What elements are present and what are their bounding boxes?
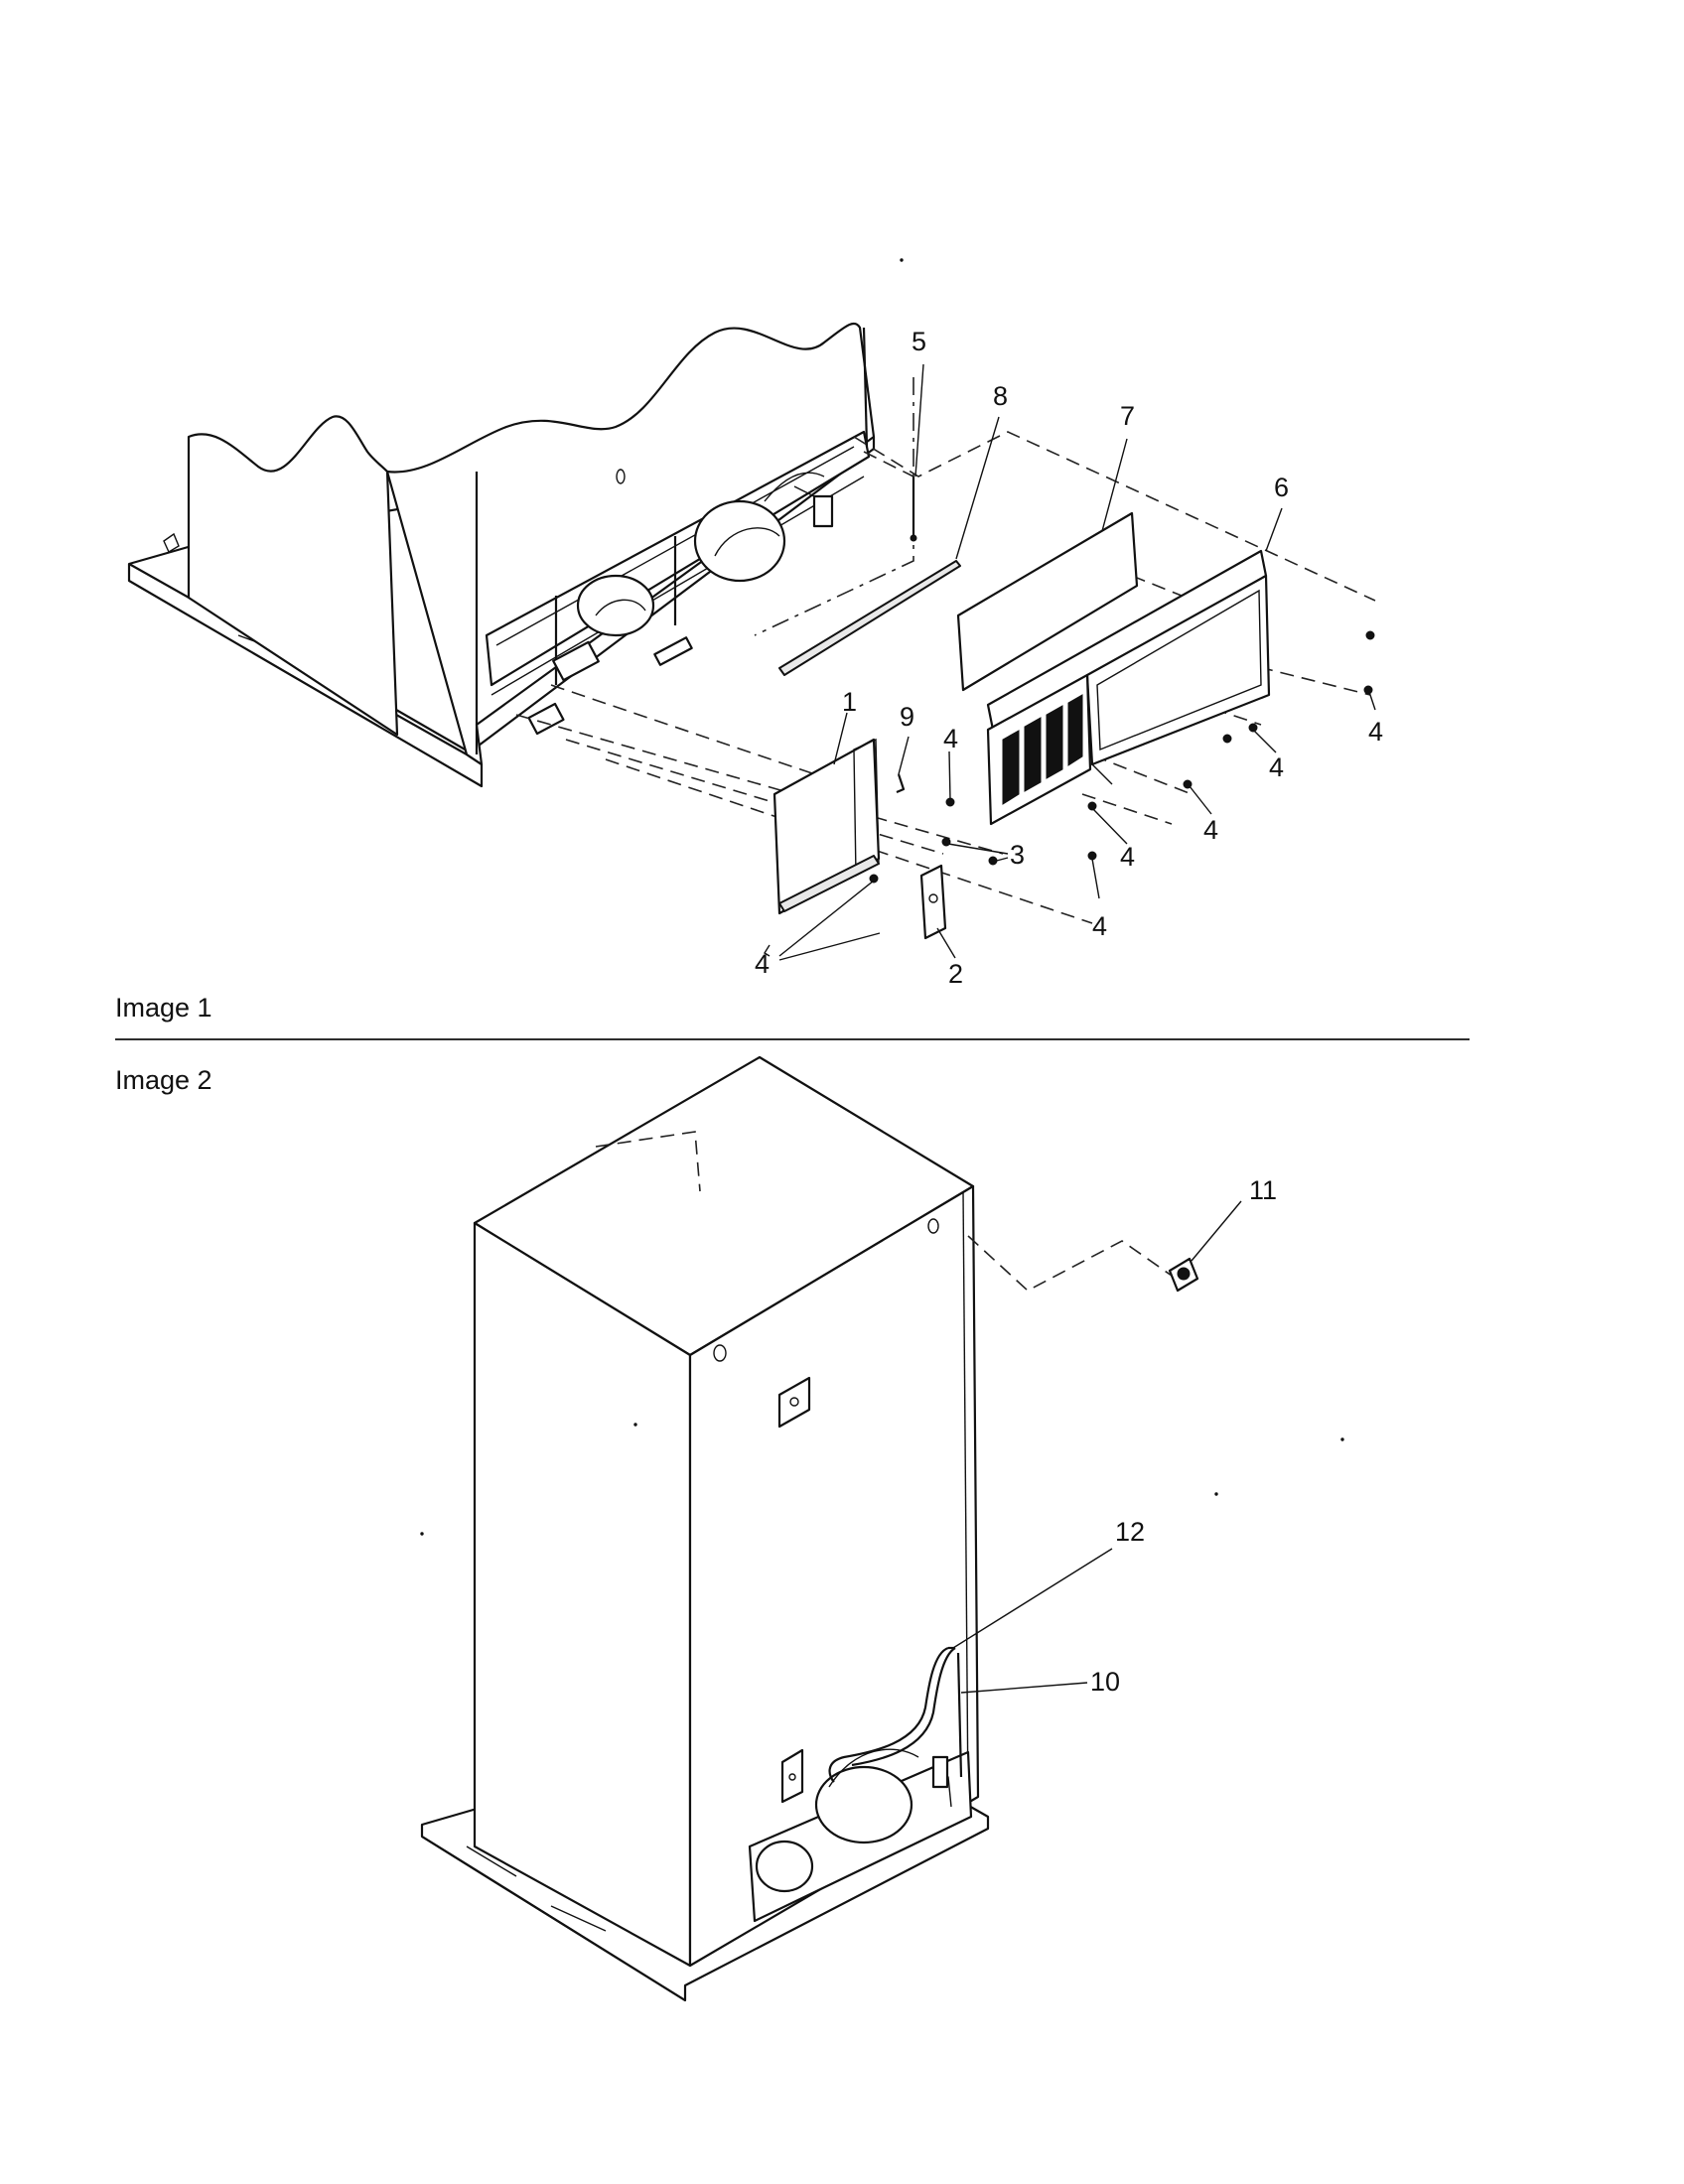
part-1-side-cover (772, 738, 881, 915)
callout-8: 8 (993, 381, 1008, 411)
callout-4-center-right: 4 (1203, 815, 1218, 845)
compressor-2 (814, 1765, 913, 1844)
callout-11: 11 (1249, 1175, 1277, 1205)
condenser-fan (576, 574, 655, 637)
callout-12: 12 (1115, 1517, 1145, 1547)
fan-2 (755, 1840, 814, 1893)
callout-4-mid: 4 (1120, 842, 1135, 872)
callout-4-lower: 4 (1092, 911, 1107, 941)
part-6-rear-cover (986, 549, 1271, 826)
callout-5: 5 (912, 327, 926, 356)
screws (869, 630, 1375, 884)
right-cover-plate (1085, 574, 1271, 766)
callout-4-bottom-left: 4 (755, 949, 770, 979)
cabinet-back (688, 1184, 980, 1968)
cabinet-back-wall (385, 322, 876, 766)
part-11-component (967, 1235, 1199, 1293)
drain-tube (828, 1646, 949, 1783)
image2-label: Image 2 (115, 1065, 212, 1095)
cabinet-side-wall (187, 415, 399, 737)
callout-4-top: 4 (943, 724, 958, 753)
part-5-screw (910, 477, 917, 542)
hinge-bracket (163, 532, 180, 554)
callout-4-right: 4 (1269, 752, 1284, 782)
part-2-bracket (919, 864, 947, 940)
image1-cabinet-cutaway (127, 322, 876, 788)
image2-refrigerator (420, 1055, 990, 2002)
callout-9: 9 (900, 702, 914, 732)
callout-4-far-right: 4 (1368, 717, 1383, 747)
part-9-clip (896, 773, 906, 794)
image1-leader-lines (764, 363, 1376, 961)
cabinet-top-hole (713, 1344, 727, 1362)
compressor (693, 499, 786, 583)
callout-6: 6 (1274, 473, 1289, 502)
image1-label: Image 1 (115, 993, 212, 1023)
machine-compartment (485, 430, 871, 687)
cabinet-left-side (473, 1221, 692, 1968)
image2-leader-lines (952, 1200, 1242, 1694)
callout-2: 2 (948, 959, 963, 989)
image1-assembly-lines (515, 377, 1376, 924)
lower-plate (780, 1748, 804, 1804)
part-7-panel (956, 511, 1139, 692)
callout-3: 3 (1010, 840, 1025, 870)
upper-plate (777, 1376, 811, 1429)
callout-10: 10 (1090, 1667, 1120, 1697)
callout-1: 1 (842, 687, 857, 717)
part-8-strip (778, 560, 961, 676)
wall-hole (616, 469, 626, 484)
callout-7: 7 (1120, 401, 1135, 431)
